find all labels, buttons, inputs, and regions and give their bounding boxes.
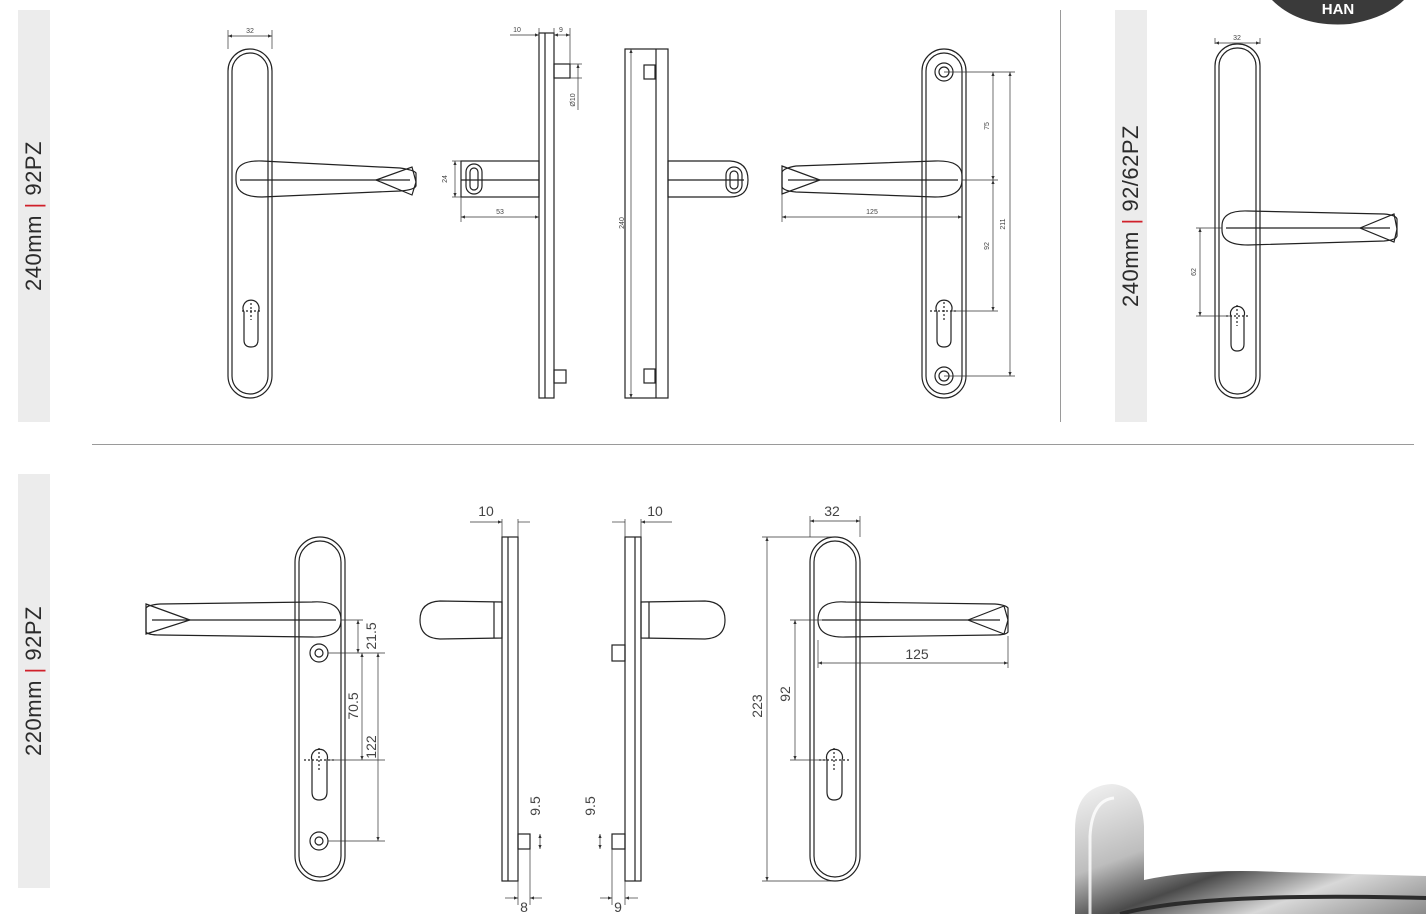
dim-10-top: 10 (513, 27, 521, 34)
handle-side-profile-240 (460, 32, 571, 399)
dim-53: 53 (496, 209, 504, 216)
dim-21-5: 21.5 (363, 622, 379, 649)
section-divider-vertical (1060, 10, 1061, 422)
section-divider-horizontal (92, 444, 1414, 445)
dim-122: 122 (363, 735, 379, 759)
dim-8: 8 (520, 899, 528, 914)
dim-32-top: 32 (246, 28, 254, 35)
dim-9-5-a: 9.5 (527, 796, 543, 816)
dim-125-top: 125 (866, 209, 878, 216)
dim-24: 24 (442, 175, 449, 183)
dim-70-5: 70.5 (345, 692, 361, 719)
dim-75: 75 (984, 122, 991, 130)
band-220-92pz: 220mm | 92PZ (18, 474, 50, 888)
handle-front-220-plain (809, 536, 1009, 882)
dim-32-right: 32 (1233, 35, 1241, 42)
handle-side-profile-220-b (611, 536, 726, 882)
dim-diameter-10: Ø10 (570, 93, 577, 106)
brand-badge-text: HAN (1322, 1, 1355, 18)
dim-9-bottom: 9 (614, 899, 622, 914)
handle-front-92-62pz (1214, 43, 1398, 399)
dim-9-top: 9 (559, 27, 563, 34)
handle-front-240 (227, 48, 417, 399)
handle-side-profile-220-a (419, 536, 531, 882)
band-240-92pz: 240mm | 92PZ (18, 10, 50, 422)
dim-62: 62 (1191, 268, 1198, 276)
dim-223: 223 (749, 694, 765, 718)
dim-240: 240 (619, 217, 626, 229)
dim-10-right: 10 (647, 503, 663, 519)
handle-front-220 (145, 536, 346, 882)
brand-badge: HAN (1272, 0, 1404, 25)
band-240-92-62pz: 240mm | 92/62PZ (1115, 10, 1147, 422)
handle-product-photo (1075, 784, 1426, 914)
dim-92-bottom: 92 (777, 686, 793, 702)
dim-32-bottom: 32 (824, 503, 840, 519)
dim-125-bottom: 125 (905, 646, 929, 662)
dim-92-top: 92 (984, 242, 991, 250)
dim-9-5-b: 9.5 (582, 796, 598, 816)
handle-rear-profile-240 (624, 48, 749, 399)
dim-211: 211 (1000, 218, 1007, 229)
handle-back-plate-240 (781, 48, 967, 399)
dim-10-left: 10 (478, 503, 494, 519)
